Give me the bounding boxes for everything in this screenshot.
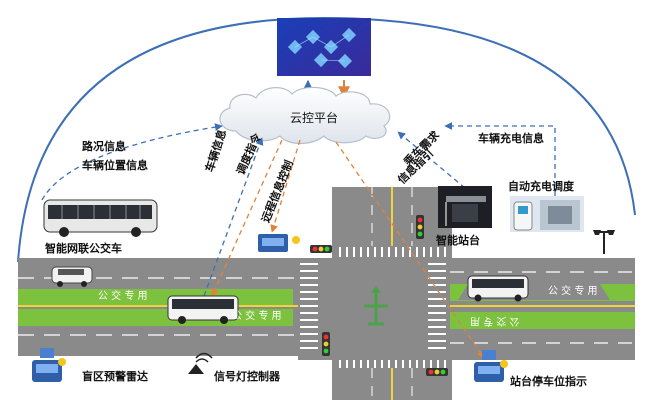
passenger-demand-arrow <box>397 131 466 189</box>
bus-icon <box>43 199 158 237</box>
parking-indicator-label: 站台停车位指示 <box>510 375 587 388</box>
bus-lane-left-top <box>18 289 293 307</box>
vehicle-info-arrow <box>203 137 264 297</box>
radar-legend-icon <box>32 348 66 382</box>
dispatch-arrow <box>211 139 283 297</box>
street-lamp-icon <box>593 230 615 254</box>
radar-icon <box>258 234 300 252</box>
blind-radar-label: 盲区预警雷达 <box>82 370 148 383</box>
car-icon <box>51 266 93 287</box>
smart-station-label: 智能站台 <box>436 234 480 247</box>
traffic-light-icon-bottom <box>322 332 330 356</box>
signal-controller-icon <box>188 352 213 374</box>
bus-lane-left-top-text: 公 交 专 用 <box>98 291 148 302</box>
bus-icon-right-lane <box>467 275 529 302</box>
station-icon <box>438 186 492 228</box>
signal-controller-label: 信号灯控制器 <box>214 370 280 383</box>
bus-lane-left-bottom-text: 公 交 专 用 <box>232 311 282 322</box>
signal-arrow <box>335 141 485 359</box>
control-flows <box>211 139 485 359</box>
traffic-light-icon <box>310 245 332 253</box>
info-flows <box>41 122 556 297</box>
traffic-light-icon-station <box>416 215 424 239</box>
bus-icon-left-lane <box>167 295 239 324</box>
vehicle-position-label: 车辆位置信息 <box>82 159 148 172</box>
auto-charging-label: 自动充电调度 <box>508 180 574 193</box>
charging-station-icon <box>510 196 584 232</box>
smart-bus-label: 智能网联公交车 <box>45 242 122 255</box>
charging-info-label: 车辆充电信息 <box>478 132 544 145</box>
cloud-icon <box>219 86 391 145</box>
remote-control-arrow <box>270 139 301 233</box>
bus-lane-right-top-text: 公 交 专 用 <box>548 286 598 297</box>
direction-sign-icon <box>364 286 388 326</box>
bus-lane-right-bottom <box>450 312 635 329</box>
traffic-light-icon-bottom-right <box>426 368 448 376</box>
bus-lane-right-bottom-text: 公 交 专 用 <box>470 315 520 326</box>
road-right <box>450 258 635 360</box>
road-info-label: 路况信息 <box>82 140 126 153</box>
data-center-icon <box>277 18 371 76</box>
road-info-arrow <box>41 123 223 201</box>
cloud-label: 云控平台 <box>290 111 339 125</box>
parking-indicator-icon <box>474 350 508 382</box>
